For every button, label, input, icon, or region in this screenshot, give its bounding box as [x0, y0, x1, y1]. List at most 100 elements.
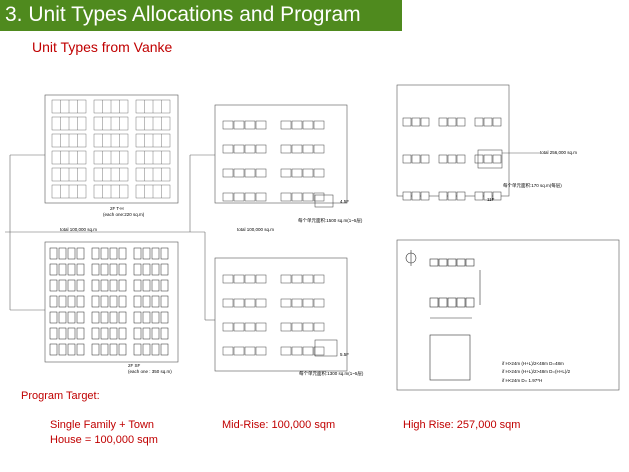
midrise-unit — [302, 274, 314, 284]
page-subtitle: Unit Types from Vanke — [32, 39, 173, 55]
midrise-unit — [255, 192, 267, 202]
midrise-unit — [291, 298, 303, 308]
midrise-unit — [233, 120, 245, 130]
midrise-unit — [280, 168, 292, 178]
single-family-house — [109, 311, 118, 324]
single-family-house — [109, 327, 118, 340]
single-family-house — [91, 295, 100, 308]
midrise-lower-floor: 5.5F — [340, 352, 350, 357]
spacing-rule-2: if H>24m (H+L)/2>48m D=(H+L)/2 — [502, 369, 571, 374]
midrise-unit — [313, 346, 325, 356]
midrise-unit — [244, 274, 256, 284]
highrise-tower — [420, 117, 430, 127]
page-title: 3. Unit Types Allocations and Program — [5, 3, 361, 26]
single-family-house — [49, 327, 58, 340]
midrise-upper-highlight — [314, 194, 334, 208]
highrise-tower — [420, 191, 430, 201]
program-target-label: Program Target: — [21, 390, 100, 402]
single-family-house — [160, 343, 169, 356]
midrise-unit — [313, 168, 325, 178]
midrise-unit — [222, 192, 234, 202]
midrise-unit — [291, 144, 303, 154]
highrise-floor: 11F — [487, 197, 495, 202]
highrise-tower — [483, 154, 493, 164]
single-family-house — [109, 279, 118, 292]
midrise-unit — [244, 144, 256, 154]
highrise-tower — [420, 154, 430, 164]
midrise-unit — [313, 298, 325, 308]
highrise-tower — [411, 117, 421, 127]
single-family-house — [142, 343, 151, 356]
highrise-tower — [402, 191, 412, 201]
townhouse-caption-2: (each one:220 sq.m) — [103, 212, 145, 217]
highrise-tower — [402, 154, 412, 164]
elevation-block — [429, 334, 471, 381]
highrise-tower — [438, 154, 448, 164]
rule-block-top — [465, 258, 475, 267]
midrise-unit — [302, 144, 314, 154]
midrise-unit — [291, 274, 303, 284]
single-family-house — [58, 327, 67, 340]
single-family-house — [160, 295, 169, 308]
single-family-house — [58, 295, 67, 308]
single-family-house — [49, 263, 58, 276]
single-family-house — [76, 247, 85, 260]
midrise-unit — [291, 192, 303, 202]
total-left-label: total 100,000 sq.m — [60, 227, 98, 232]
single-family-house — [142, 327, 151, 340]
midrise-unit — [291, 168, 303, 178]
single-family-house — [160, 263, 169, 276]
single-family-caption-2: (each one : 350 sq.m) — [128, 369, 172, 374]
highrise-tower — [411, 191, 421, 201]
midrise-unit — [233, 168, 245, 178]
midrise-upper-plot — [214, 104, 348, 204]
midrise-unit — [302, 322, 314, 332]
single-family-grid — [49, 247, 169, 356]
single-family-house — [100, 343, 109, 356]
midrise-unit — [280, 120, 292, 130]
single-family-house — [100, 263, 109, 276]
single-family-house — [58, 247, 67, 260]
highrise-tower — [474, 191, 484, 201]
highrise-tower — [438, 117, 448, 127]
single-family-house — [100, 247, 109, 260]
midrise-unit — [280, 192, 292, 202]
single-family-house — [142, 263, 151, 276]
midrise-unit — [222, 120, 234, 130]
single-family-house — [151, 263, 160, 276]
single-family-house — [58, 263, 67, 276]
single-family-house — [133, 311, 142, 324]
single-family-house — [118, 311, 127, 324]
midrise-unit — [244, 168, 256, 178]
highrise-highlight — [477, 149, 503, 169]
single-family-house — [133, 343, 142, 356]
single-family-house — [118, 343, 127, 356]
single-family-house — [142, 247, 151, 260]
midrise-unit — [233, 144, 245, 154]
spacing-rule-3: if H<24m D= 1.97*H — [502, 378, 543, 383]
rule-block-bottom — [456, 297, 466, 308]
single-family-house — [76, 263, 85, 276]
single-family-house — [67, 263, 76, 276]
midrise-unit — [313, 120, 325, 130]
single-family-house — [109, 343, 118, 356]
midrise-unit — [244, 120, 256, 130]
single-family-house — [151, 343, 160, 356]
single-family-house — [91, 311, 100, 324]
single-family-house — [160, 327, 169, 340]
single-family-house — [151, 295, 160, 308]
highrise-total: total 256,000 sq.m — [540, 150, 578, 155]
rule-block-top — [447, 258, 457, 267]
single-family-house — [91, 263, 100, 276]
midrise-lower-grid — [222, 274, 325, 356]
midrise-unit — [222, 298, 234, 308]
total-mid-label: total 100,000 sq.m — [237, 227, 275, 232]
rule-block-bottom — [447, 297, 457, 308]
midrise-unit — [222, 168, 234, 178]
single-family-house — [76, 327, 85, 340]
single-family-house — [133, 263, 142, 276]
single-family-house — [76, 279, 85, 292]
midrise-unit — [222, 144, 234, 154]
single-family-house — [76, 295, 85, 308]
single-family-house — [160, 247, 169, 260]
